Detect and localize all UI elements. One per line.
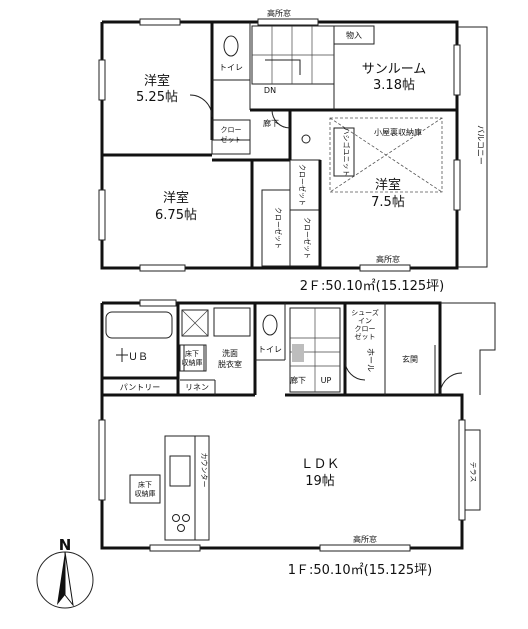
western2-name: 洋室 bbox=[163, 190, 189, 206]
attic-area bbox=[329, 117, 443, 193]
svg-text:収納庫: 収納庫 bbox=[135, 489, 156, 498]
closet-a-label: クロー bbox=[221, 126, 242, 134]
toilet-fixture-2f bbox=[223, 35, 239, 57]
western2-size: 6.75帖 bbox=[155, 208, 197, 223]
compass-north-label: N bbox=[59, 536, 72, 554]
attic-label: 小屋裏収納庫 bbox=[374, 127, 422, 137]
first-floor: ＵＢ 床下 収納庫 洗面 脱衣室 トイレ リネン パントリー 廊下 UP シュー… bbox=[98, 299, 496, 578]
shoes-closet-label: シューズ bbox=[351, 308, 379, 317]
ldk-size: 19帖 bbox=[305, 474, 335, 489]
outer-wall-1f bbox=[100, 301, 464, 550]
sunroom-size: 3.18帖 bbox=[373, 78, 415, 93]
closet-a-box bbox=[211, 119, 251, 155]
svg-text:ゼット: ゼット bbox=[355, 332, 376, 341]
counter-bar bbox=[194, 435, 210, 541]
storage-box bbox=[333, 25, 375, 45]
pantry-label: パントリー bbox=[120, 383, 160, 392]
bathtub bbox=[105, 311, 173, 339]
kitchen-sink bbox=[169, 455, 191, 487]
entry-hall-label: ホール bbox=[366, 348, 375, 372]
second-floor: 高所窓 洋室 5.25帖 トイレ 物入 サンルーム 3.18帖 DN 廊下 クロ… bbox=[98, 8, 488, 294]
toilet-2f-label: トイレ bbox=[219, 63, 243, 72]
stairs-up-label: UP bbox=[321, 376, 332, 385]
svg-text:収納庫: 収納庫 bbox=[182, 358, 203, 367]
hatch-box bbox=[333, 127, 355, 177]
toilet-1f-label: トイレ bbox=[258, 345, 282, 354]
hall-1f-label: 廊下 bbox=[290, 375, 306, 385]
compass: N bbox=[36, 536, 94, 609]
closet-c-label: クローゼット bbox=[274, 207, 283, 249]
hatch-label: ハシゴユニット bbox=[342, 128, 351, 177]
floor-storage-a-box bbox=[179, 344, 205, 372]
closet-d-label: クローゼット bbox=[303, 217, 312, 259]
washroom-label-2: 脱衣室 bbox=[218, 359, 242, 369]
linen-label: リネン bbox=[185, 383, 209, 392]
toilet-fixture-1f bbox=[262, 314, 278, 336]
floor2-area-label: 2Ｆ:50.10㎡(15.125坪) bbox=[300, 279, 445, 294]
ldk-name: ＬＤＫ bbox=[300, 457, 339, 472]
porch-outline bbox=[440, 302, 496, 395]
bottom-window-1f-label: 高所窓 bbox=[353, 534, 377, 544]
western1-name: 洋室 bbox=[144, 73, 170, 89]
floor-storage-b-box bbox=[129, 474, 161, 504]
storage-label: 物入 bbox=[346, 30, 362, 40]
bottom-window-2f-label: 高所窓 bbox=[376, 254, 400, 264]
washroom-label-1: 洗面 bbox=[222, 348, 238, 358]
outer-wall bbox=[100, 22, 459, 270]
hall-2f-label: 廊下 bbox=[263, 118, 279, 128]
balcony-label: バルコニー bbox=[476, 125, 485, 165]
sink bbox=[213, 307, 251, 337]
bath-label: ＵＢ bbox=[128, 352, 148, 363]
entrance-label: 玄関 bbox=[402, 354, 418, 364]
western3-size: 7.5帖 bbox=[371, 195, 405, 210]
svg-text:イン: イン bbox=[358, 317, 372, 325]
closet-b-label: クローゼット bbox=[298, 164, 307, 206]
floor-storage-b-label: 床下 bbox=[138, 480, 152, 489]
terrace-label: テラス bbox=[469, 462, 477, 483]
western1-size: 5.25帖 bbox=[136, 90, 178, 105]
sunroom-name: サンルーム bbox=[362, 62, 427, 77]
stairs-dn-label: DN bbox=[264, 86, 276, 95]
svg-text:ゼット: ゼット bbox=[221, 135, 242, 144]
floor1-area-label: 1Ｆ:50.10㎡(15.125坪) bbox=[288, 563, 433, 578]
compass-needle bbox=[57, 552, 65, 605]
western3-name: 洋室 bbox=[375, 177, 401, 193]
top-window-label: 高所窓 bbox=[267, 8, 291, 18]
counter-label: カウンター bbox=[200, 453, 209, 488]
svg-text:クロー: クロー bbox=[355, 325, 376, 333]
floor-storage-a-label: 床下 bbox=[185, 349, 199, 358]
